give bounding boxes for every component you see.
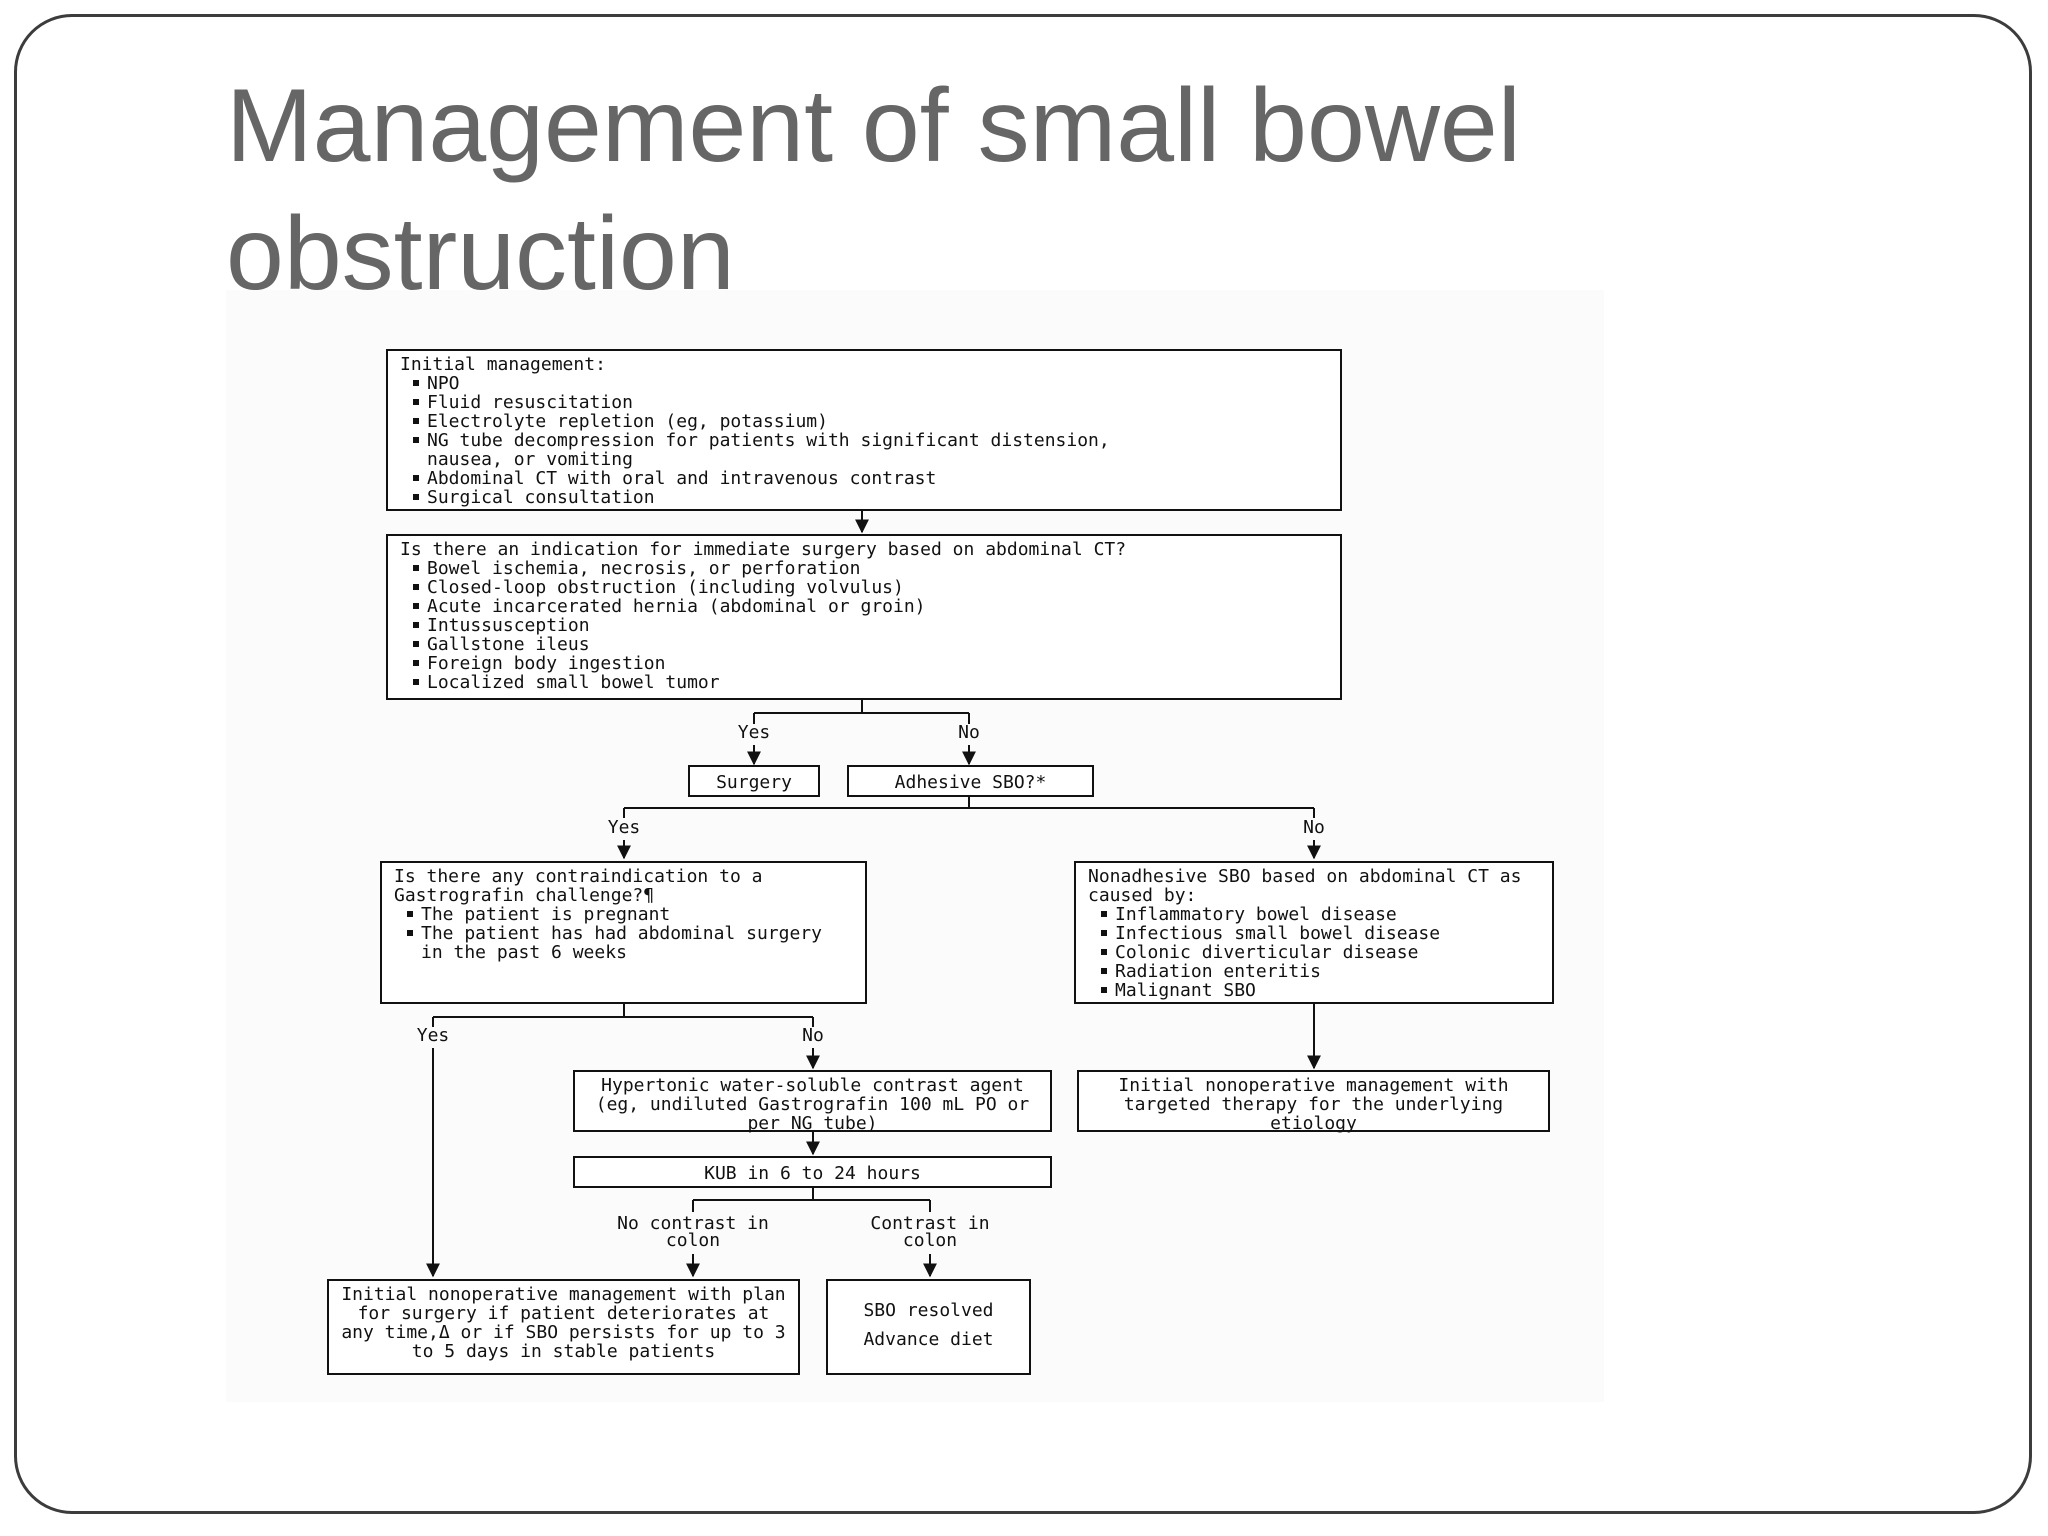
label-yes-surgery: Yes <box>737 722 771 743</box>
label-contrast-in-colon: Contrast in colon <box>870 1213 990 1251</box>
list-item: Surgical consultation <box>400 488 1328 507</box>
hypertonic-contrast-box: Hypertonic water-soluble contrast agent … <box>573 1070 1052 1133</box>
nonadhesive-sbo-heading: Nonadhesive SBO based on abdominal CT as… <box>1088 866 1522 906</box>
list-item: Malignant SBO <box>1088 981 1540 1000</box>
advance-diet-text: Advance diet <box>863 1329 994 1350</box>
list-item: Colonic diverticular disease <box>1088 943 1540 962</box>
list-item: NPO <box>400 374 1328 393</box>
list-item: The patient has had abdominal surgery in… <box>394 924 853 962</box>
sbo-resolved-box: SBO resolved Advance diet <box>826 1279 1031 1375</box>
list-item: Inflammatory bowel disease <box>1088 905 1540 924</box>
list-item: Infectious small bowel disease <box>1088 924 1540 943</box>
nonadhesive-sbo-list: Inflammatory bowel disease Infectious sm… <box>1088 905 1540 1000</box>
contraindication-question-box: Is there any contraindication to a Gastr… <box>380 861 867 1004</box>
adhesive-sbo-box: Adhesive SBO?* <box>847 765 1094 797</box>
initial-management-list: NPO Fluid resuscitation Electrolyte repl… <box>400 374 1328 507</box>
initial-management-heading: Initial management: <box>400 354 606 375</box>
immediate-surgery-question-box: Is there an indication for immediate sur… <box>386 534 1342 700</box>
immediate-surgery-list: Bowel ischemia, necrosis, or perforation… <box>400 559 1328 692</box>
list-item: Abdominal CT with oral and intravenous c… <box>400 469 1328 488</box>
list-item: Bowel ischemia, necrosis, or perforation <box>400 559 1328 578</box>
list-item: Electrolyte repletion (eg, potassium) <box>400 412 1328 431</box>
contraindication-heading: Is there any contraindication to a Gastr… <box>394 866 763 906</box>
label-no-adhesive-branch: No <box>1303 817 1325 838</box>
immediate-surgery-heading: Is there an indication for immediate sur… <box>400 539 1127 560</box>
nonadhesive-sbo-box: Nonadhesive SBO based on abdominal CT as… <box>1074 861 1554 1004</box>
list-item: NG tube decompression for patients with … <box>400 431 1147 469</box>
list-item: Closed-loop obstruction (including volvu… <box>400 578 1328 597</box>
list-item: Gallstone ileus <box>400 635 1328 654</box>
label-no-contrast-in-colon: No contrast in colon <box>617 1213 769 1251</box>
list-item: Intussusception <box>400 616 1328 635</box>
list-item: Localized small bowel tumor <box>400 673 1328 692</box>
contraindication-list: The patient is pregnant The patient has … <box>394 905 853 962</box>
list-item: Foreign body ingestion <box>400 654 1328 673</box>
initial-management-box: Initial management: NPO Fluid resuscitat… <box>386 349 1342 511</box>
list-item: Fluid resuscitation <box>400 393 1328 412</box>
label-yes-contraindication: Yes <box>416 1025 450 1046</box>
nonoperative-plan-box: Initial nonoperative management with pla… <box>327 1279 800 1375</box>
list-item: Radiation enteritis <box>1088 962 1540 981</box>
list-item: The patient is pregnant <box>394 905 853 924</box>
slide-title: Management of small bowel obstruction <box>226 68 1521 312</box>
label-yes-adhesive: Yes <box>607 817 641 838</box>
list-item: Acute incarcerated hernia (abdominal or … <box>400 597 1328 616</box>
sbo-resolved-text: SBO resolved <box>863 1300 994 1321</box>
surgery-box: Surgery <box>688 765 820 797</box>
label-no-adhesive: No <box>958 722 980 743</box>
label-no-contraindication: No <box>802 1025 824 1046</box>
targeted-therapy-box: Initial nonoperative management with tar… <box>1077 1070 1550 1133</box>
kub-box: KUB in 6 to 24 hours <box>573 1156 1052 1188</box>
